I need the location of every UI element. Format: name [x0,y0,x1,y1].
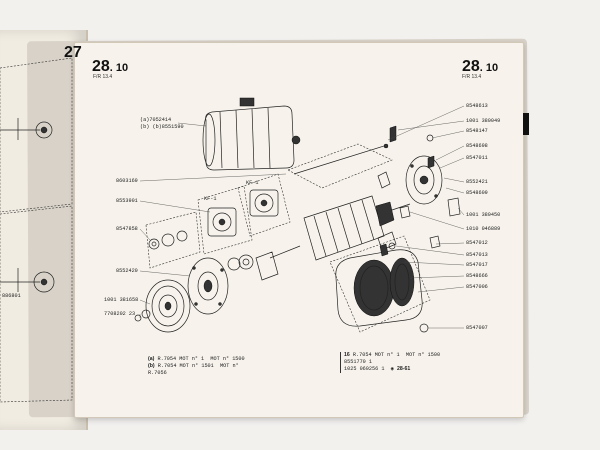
label-8553901: 8553901 [116,198,138,204]
label-8547011: 8547011 [466,155,488,161]
main-page [74,42,529,418]
label-8548613: 8548613 [466,103,488,109]
label-kit-a: KF-1 [204,196,217,202]
end-cover [405,155,443,205]
left-page-drawing [0,57,73,403]
page-sub-right: F/R 13.4 [462,74,482,80]
index-tab [523,113,529,135]
note-row: 16 R.7054 MOT n° 1 MOT n° 1500 [344,352,441,358]
note-row: 8551770 1 [344,359,373,365]
pulley-assembly [134,257,229,333]
note-row: (a) R.7054 MOT n° 1 MOT n° 1500 [148,356,245,362]
alternator-body [202,97,301,171]
page-sub-left: F/R 13.4 [93,74,113,80]
small-hardware-right [377,125,461,333]
exploded-parts-left [145,173,291,281]
label-alternator-b: (b) (b)8551590 [140,124,184,130]
label-8552420: 8552420 [116,268,138,274]
label-8548698: 8548698 [466,143,488,149]
label-8548147: 8548147 [466,128,488,134]
page-number-left: 28. 10 [92,58,129,75]
label-8547013: 8547013 [466,252,488,258]
notes-right: 16 R.7054 MOT n° 1 MOT n° 1500 8551770 1… [340,352,440,373]
label-7708202-23: 7708202 23 [104,311,136,317]
label-1001-380450: 1001 380450 [466,212,501,218]
label-8547017: 8547017 [466,262,488,268]
page-number-right: 28. 10 [462,58,499,75]
label-8552421: 8552421 [466,179,488,185]
leader-alternator [177,122,207,127]
label-8547007: 8547007 [466,325,488,331]
label-1001-380049: 1001 380049 [466,118,501,124]
label-8548609: 8548609 [466,190,488,196]
eye-icon: ◉ [390,366,394,372]
label-1001-381658: 1001 381658 [104,297,139,303]
label-8547012: 8547012 [466,240,488,246]
label-alternator-a: (a)7052414 [140,117,172,123]
label-8603169: 8603169 [116,178,138,184]
label-8548666: 8548666 [466,273,488,279]
notes-left: (a) R.7054 MOT n° 1 MOT n° 1500 (b) R.70… [148,356,245,377]
leader-lines-left [139,173,287,318]
left-page-label: 886801 [2,293,21,299]
stator-housing [329,235,431,333]
label-8547858: 8547858 [116,226,138,232]
label-8547006: 8547006 [466,284,488,290]
left-page-number: 27 [64,44,82,61]
note-row: (b) R.7054 MOT n° 1501 MOT n° [148,363,239,369]
note-row: R.7056 [148,370,167,376]
leader-lines-right [387,105,465,329]
rotor-shaft [269,195,411,261]
brush-rod [287,143,393,189]
note-row: 1025 060256 1 ◉ 28-61 [344,366,411,372]
label-kit-b: KF-1 [246,180,259,186]
label-1010-046889: 1010 046889 [466,226,501,232]
